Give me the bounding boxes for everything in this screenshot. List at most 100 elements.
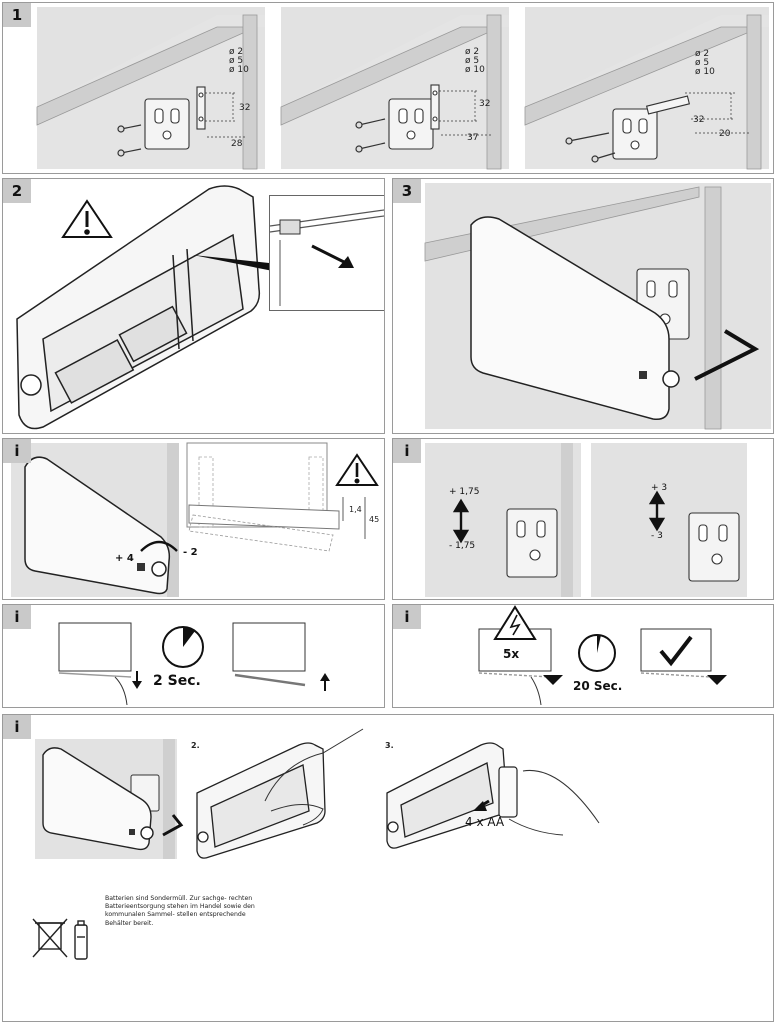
hand-press-icon (530, 676, 542, 706)
diameter-2-a: ø 2 (229, 47, 244, 57)
mounting-scene-b: ø 2 ø 5 ø 10 32 37 (280, 7, 509, 170)
label-mark (639, 371, 647, 379)
offset-small-label: 1,4 (349, 505, 362, 514)
down-arrow-icon (132, 681, 142, 689)
spacer-bar-c (645, 95, 691, 115)
checkmark-icon (659, 635, 693, 667)
knob-adjust-scene: + 4 - 2 (11, 443, 198, 597)
diameter-2-c: ø 2 (695, 49, 710, 59)
adjust-knob-icon (662, 370, 680, 388)
up-arrow-icon (320, 673, 330, 681)
housing-open-illustration (16, 185, 273, 430)
info-badge-4: i (393, 605, 421, 629)
down-arrow-icon (707, 675, 727, 685)
minus-adjust-label: - 2 (183, 547, 198, 558)
plus-adjust-label: + 4 (115, 553, 134, 564)
plate-adjust-right-scene: + 3 - 3 (591, 443, 747, 597)
short-press-duration: 2 Sec. (153, 673, 201, 689)
plate-plus-label-left: + 1,75 (449, 487, 480, 497)
damper-housing-closed (470, 216, 670, 421)
spacer-bar-a (196, 86, 206, 130)
hand-hold-icon (522, 769, 600, 824)
diameter-10-a: ø 10 (229, 65, 249, 75)
height-dimension-c: 32 (693, 115, 705, 125)
install-scene (424, 183, 771, 430)
door-front-done (640, 628, 712, 672)
mounting-plate-left (506, 508, 558, 578)
battery-count-label: 4 x AA (465, 815, 505, 829)
plate-vertical-adjust-illustration (452, 443, 573, 597)
housing-install-illustration (424, 186, 760, 430)
diameter-2-b: ø 2 (465, 47, 480, 57)
info-adjust-panel: i + 4 - 2 1,4 45 (2, 438, 385, 600)
housing-open-step-2 (196, 742, 326, 859)
info-badge-1: i (3, 439, 31, 463)
screws-c (565, 132, 616, 163)
knob-adjust-illustration (24, 443, 179, 597)
warning-triangle-icon (61, 199, 113, 238)
plate-adjust-left-scene: + 1,75 - 1,75 (425, 443, 581, 597)
sub-step-2: 2. (191, 741, 200, 750)
offset-large-label: 45 (369, 515, 380, 524)
step-2-panel: 2 (2, 178, 385, 434)
door-front-closed (58, 622, 132, 672)
reset-sequence (478, 605, 727, 706)
screws-b (355, 118, 386, 153)
info-battery-panel: i 1. 2. (2, 714, 774, 1022)
stopwatch-icon (162, 626, 204, 668)
repeat-count: 5x (503, 647, 520, 661)
detail-zoom-box (269, 195, 384, 311)
info-badge-2: i (393, 439, 421, 463)
width-dimension-c: 20 (719, 129, 731, 139)
mounting-plate-b (388, 98, 434, 150)
step-number-1: 1 (3, 3, 31, 27)
plate-minus-label-left: - 1,75 (449, 541, 476, 551)
strip-removal-detail (269, 209, 384, 306)
depth-adjust-arrows-icon (648, 490, 666, 532)
short-press-sequence (58, 622, 330, 706)
pointer-wedge (193, 255, 273, 271)
info-badge-5: i (3, 715, 31, 739)
screws-a (117, 124, 142, 157)
mounting-plate-right (688, 512, 740, 582)
battery-pack-icon (498, 766, 518, 818)
housing-remove-illustration (42, 739, 184, 859)
sub-step-3: 3. (385, 741, 394, 750)
cabinet-corner-c (524, 14, 769, 170)
plate-plus-label-right: + 3 (651, 483, 668, 493)
mounting-plate-a (144, 98, 190, 150)
info-badge-3: i (3, 605, 31, 629)
plate-minus-label-right: - 3 (651, 531, 663, 541)
adjust-knob-icon (151, 561, 167, 577)
plate-depth-adjust-illustration (648, 490, 740, 582)
step-1-panel: 1 ø (2, 2, 774, 174)
down-arrow-icon (543, 675, 563, 685)
hand-press-icon (114, 676, 128, 706)
pull-out-arrow-icon (162, 814, 184, 837)
pull-arrow-icon (338, 256, 354, 268)
long-press-duration: 20 Sec. (573, 679, 623, 693)
width-dimension-a: 28 (231, 139, 243, 149)
info-reset-panel: i 5x 20 Sec. (392, 604, 774, 708)
vertical-adjust-arrows-icon (452, 498, 470, 544)
diameter-5-c: ø 5 (695, 58, 710, 68)
step-number-2: 2 (3, 179, 31, 203)
height-dimension-a: 32 (239, 103, 251, 113)
step-3-panel: 3 (392, 178, 774, 434)
rotate-arrow-icon (140, 540, 178, 552)
diameter-10-c: ø 10 (695, 67, 715, 77)
battery-disposal-note: Batterien sind Sondermüll. Zur sachge- r… (105, 895, 255, 927)
spacer-bar-b (430, 84, 440, 130)
stopwatch-icon (578, 634, 616, 672)
warning-electric-icon (493, 605, 537, 640)
mounting-plate-c (612, 108, 658, 160)
diameter-5-b: ø 5 (465, 56, 480, 66)
battery-remove-scene (35, 739, 184, 859)
aa-battery-icon (74, 920, 88, 960)
adjust-knob-icon (140, 826, 154, 840)
diameter-5-a: ø 5 (229, 56, 244, 66)
warning-triangle-icon (335, 453, 379, 486)
door-front-open (232, 622, 306, 672)
door-offset-diagram (186, 442, 379, 552)
step-number-3: 3 (393, 179, 421, 203)
